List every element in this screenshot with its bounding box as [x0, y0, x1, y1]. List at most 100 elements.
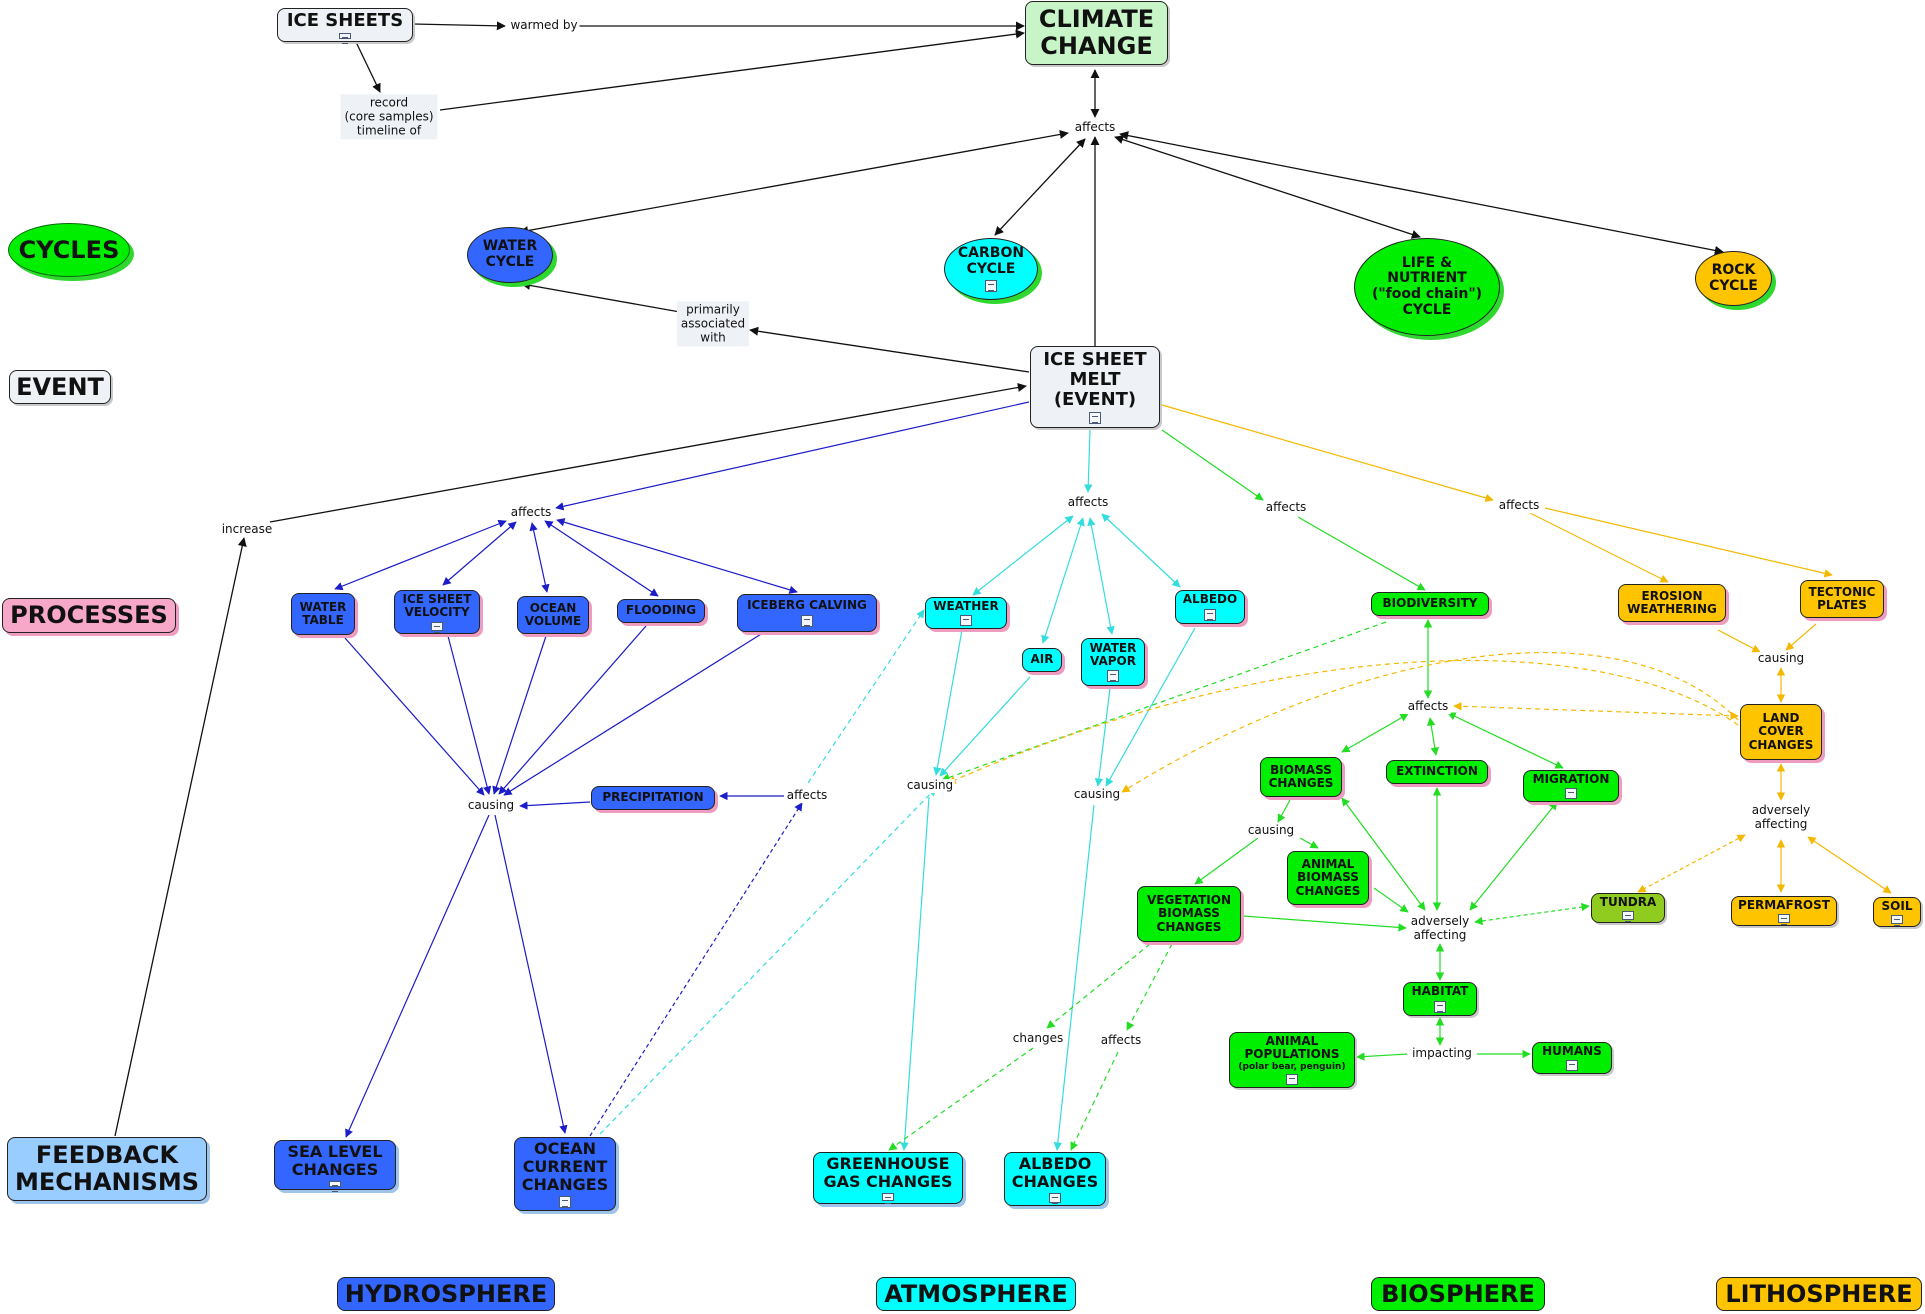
node-water-cycle[interactable]: WATER CYCLE: [467, 227, 553, 283]
node-albedo-changes[interactable]: ALBEDO CHANGES: [1004, 1152, 1106, 1206]
node-ice-sheet-melt[interactable]: ICE SHEET MELT (EVENT): [1030, 346, 1160, 428]
link-adversely-soil: [1807, 836, 1892, 894]
link-landcover-affects-bio: [1453, 702, 1739, 720]
node-precipitation[interactable]: PRECIPITATION: [591, 786, 715, 810]
node-extinction-label: EXTINCTION: [1396, 764, 1478, 779]
node-habitat[interactable]: HABITAT: [1403, 982, 1477, 1016]
node-tectonic-plates[interactable]: TECTONIC PLATES: [1800, 580, 1884, 618]
node-migration[interactable]: MIGRATION: [1523, 770, 1619, 802]
document-icon[interactable]: [1107, 670, 1119, 683]
document-icon[interactable]: [559, 1195, 571, 1208]
node-humans[interactable]: HUMANS: [1532, 1042, 1612, 1074]
link-increase-melt: [269, 382, 1027, 523]
document-icon[interactable]: [329, 1180, 341, 1193]
link-causing2-albedochanges: [1053, 804, 1095, 1151]
node-tectonic-plates-label: TECTONIC PLATES: [1808, 584, 1876, 612]
node-climate-change[interactable]: CLIMATE CHANGE: [1025, 1, 1168, 65]
node-climate-change-label: CLIMATE CHANGE: [1038, 5, 1155, 60]
link-affects-rockcycle: [1119, 131, 1724, 255]
document-icon[interactable]: [960, 615, 972, 626]
node-animal-biomass-changes[interactable]: ANIMAL BIOMASS CHANGES: [1287, 851, 1369, 905]
node-greenhouse-gas-changes[interactable]: GREENHOUSE GAS CHANGES: [813, 1152, 963, 1205]
link-feedback-increase: [114, 537, 247, 1137]
document-icon[interactable]: [1565, 788, 1577, 799]
node-land-cover-changes-label: LAND COVER CHANGES: [1748, 710, 1814, 752]
node-erosion-weathering[interactable]: EROSION WEATHERING: [1618, 584, 1726, 622]
link-primarily-watercycle: [521, 280, 681, 313]
title-biosphere-label: BIOSPHERE: [1381, 1279, 1535, 1308]
node-extinction[interactable]: EXTINCTION: [1386, 760, 1488, 784]
phrase-increase: increase: [219, 522, 275, 537]
node-rock-cycle[interactable]: ROCK CYCLE: [1695, 251, 1772, 306]
node-ocean-current-changes[interactable]: OCEAN CURRENT CHANGES: [514, 1137, 616, 1211]
link-melt-affects-bio: [1161, 429, 1264, 501]
document-icon[interactable]: [1204, 608, 1216, 621]
document-icon[interactable]: [985, 279, 997, 292]
node-ice-sheet-velocity[interactable]: ICE SHEET VELOCITY: [394, 590, 480, 634]
title-hydrosphere: HYDROSPHERE: [337, 1277, 555, 1311]
node-ice-sheets[interactable]: ICE SHEETS: [277, 8, 413, 44]
legend-feedback: FEEDBACK MECHANISMS: [7, 1137, 207, 1201]
node-life-cycle[interactable]: LIFE & NUTRIENT ("food chain") CYCLE: [1354, 238, 1500, 336]
link-affects2-weather: [807, 609, 925, 784]
phrase-affects-bio: affects: [1263, 500, 1309, 515]
link-melt-affects-hydro: [555, 401, 1030, 511]
node-biodiversity[interactable]: BIODIVERSITY: [1371, 592, 1489, 616]
phrase-adversely-affecting-litho: adversely affecting: [1749, 803, 1813, 832]
link-causing-vegetation: [1194, 837, 1259, 885]
node-iceberg-calving[interactable]: ICEBERG CALVING: [737, 594, 877, 632]
link-biomass-causing: [1277, 799, 1291, 823]
node-ocean-volume-label: OCEAN VOLUME: [524, 600, 582, 628]
node-air[interactable]: AIR: [1022, 648, 1062, 672]
document-icon[interactable]: [1778, 914, 1790, 925]
link-affects-erosion: [1529, 512, 1669, 583]
document-icon[interactable]: [1434, 1000, 1446, 1013]
legend-processes: PROCESSES: [2, 598, 176, 633]
node-biomass-changes[interactable]: BIOMASS CHANGES: [1260, 757, 1342, 797]
node-vegetation-biomass-changes[interactable]: VEGETATION BIOMASS CHANGES: [1137, 886, 1241, 942]
node-permafrost[interactable]: PERMAFROST: [1731, 896, 1837, 926]
node-flooding[interactable]: FLOODING: [617, 599, 705, 623]
link-melt-affects-atmo: [1084, 429, 1093, 493]
node-water-table[interactable]: WATER TABLE: [291, 593, 355, 635]
node-iceberg-calving-label: ICEBERG CALVING: [747, 598, 867, 613]
document-icon[interactable]: [1891, 915, 1903, 926]
document-icon[interactable]: [1049, 1192, 1061, 1205]
document-icon[interactable]: [431, 621, 443, 634]
phrase-causing-bio: causing: [1245, 823, 1297, 838]
node-tundra-label: TUNDRA: [1599, 895, 1657, 909]
node-rock-cycle-label: ROCK CYCLE: [1709, 261, 1758, 294]
legend-event: EVENT: [9, 370, 111, 404]
title-biosphere: BIOSPHERE: [1371, 1277, 1545, 1311]
node-soil[interactable]: SOIL: [1873, 897, 1921, 927]
node-land-cover-changes[interactable]: LAND COVER CHANGES: [1740, 704, 1822, 760]
title-atmosphere: ATMOSPHERE: [876, 1277, 1076, 1311]
node-migration-label: MIGRATION: [1532, 772, 1610, 786]
node-sea-level-changes[interactable]: SEA LEVEL CHANGES: [274, 1140, 396, 1193]
document-icon[interactable]: [801, 614, 813, 627]
node-ocean-volume[interactable]: OCEAN VOLUME: [517, 596, 589, 634]
document-icon[interactable]: [1622, 911, 1634, 922]
link-vegetation-changes: [1046, 943, 1151, 1029]
link-melt-primarily: [749, 326, 1030, 373]
phrase-causing-hydro: causing: [465, 798, 517, 813]
document-icon[interactable]: [1286, 1073, 1298, 1085]
link-adversely-tundra2: [1637, 834, 1746, 893]
node-ocean-current-changes-label: OCEAN CURRENT CHANGES: [521, 1139, 609, 1194]
document-icon[interactable]: [882, 1192, 894, 1205]
node-animal-populations-label: ANIMAL POPULATIONS: [1244, 1034, 1340, 1062]
node-biodiversity-label: BIODIVERSITY: [1382, 596, 1478, 611]
document-icon[interactable]: [1566, 1060, 1578, 1071]
phrase-primarily-associated-with: primarily associated with: [676, 301, 750, 347]
node-water-vapor[interactable]: WATER VAPOR: [1081, 638, 1145, 686]
document-icon[interactable]: [1089, 412, 1101, 425]
node-animal-populations[interactable]: ANIMAL POPULATIONS (polar bear, penguin): [1229, 1032, 1355, 1088]
link-flooding-causing: [498, 625, 647, 795]
document-icon[interactable]: [339, 33, 351, 44]
node-carbon-cycle[interactable]: CARBON CYCLE: [944, 238, 1038, 300]
node-tundra[interactable]: TUNDRA: [1591, 893, 1665, 923]
node-albedo[interactable]: ALBEDO: [1175, 590, 1245, 624]
node-weather[interactable]: WEATHER: [925, 597, 1007, 629]
node-animal-biomass-changes-label: ANIMAL BIOMASS CHANGES: [1295, 856, 1361, 898]
